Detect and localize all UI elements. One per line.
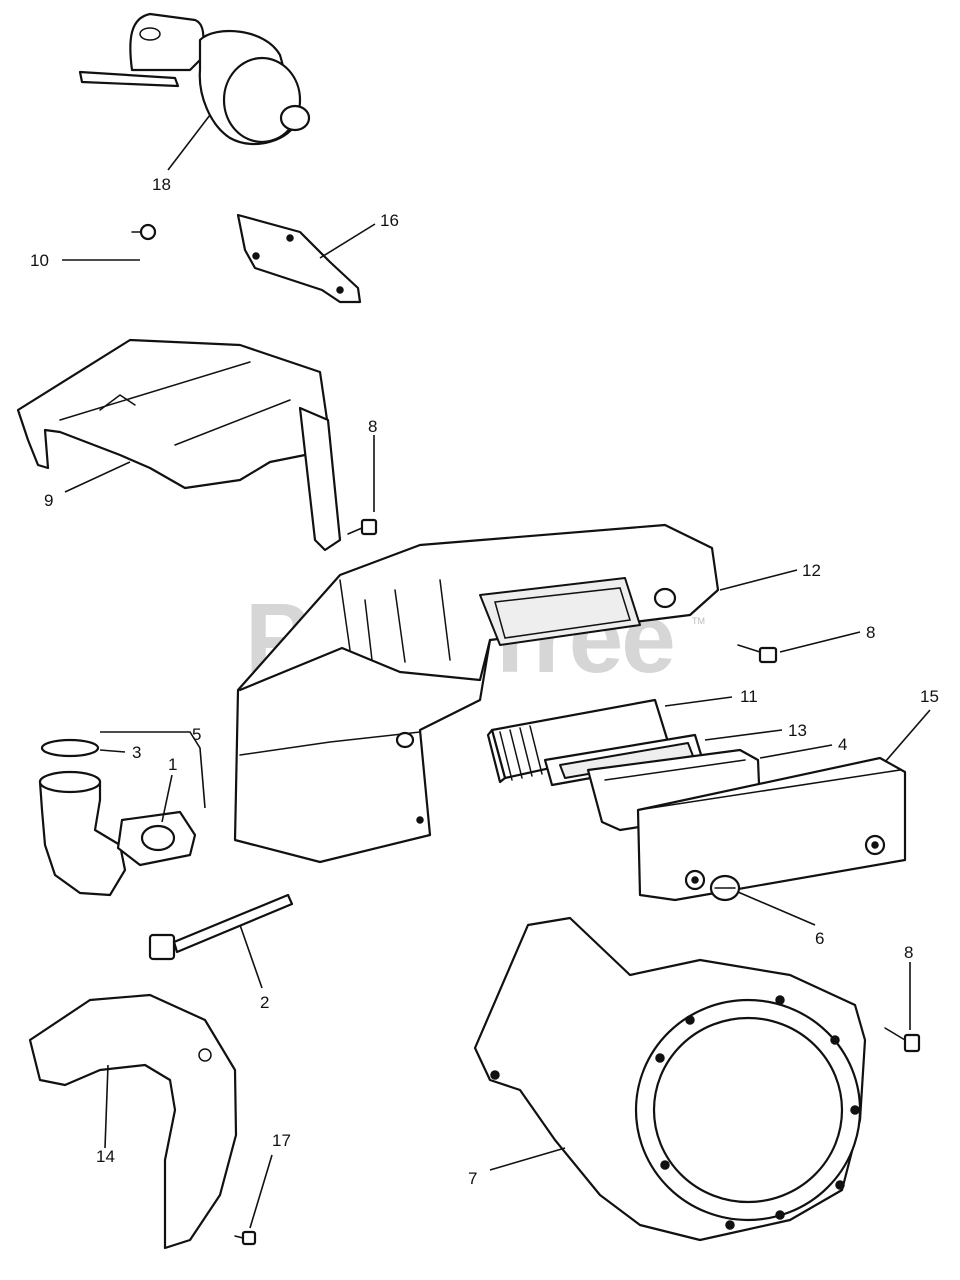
callout-1: 1	[168, 755, 177, 774]
leader-13	[704, 729, 783, 741]
callout-12: 12	[802, 561, 821, 580]
o-ring-part	[40, 738, 100, 758]
elbow-part	[38, 770, 197, 897]
screw-part-lower	[234, 1230, 257, 1246]
watermark-trademark: TM	[692, 616, 705, 626]
callout-7: 7	[468, 1169, 477, 1188]
bolt-part-upper	[347, 518, 378, 536]
knob-part	[709, 874, 741, 902]
callout-9: 9	[44, 491, 53, 510]
callout-8-middle: 8	[866, 623, 875, 642]
leader-1	[161, 774, 173, 823]
leader-15	[884, 709, 931, 763]
leader-7	[489, 1147, 566, 1171]
blower-housing-part	[473, 916, 867, 1242]
long-bolt-part	[148, 893, 294, 961]
callout-4: 4	[838, 735, 847, 754]
leader-2	[239, 924, 263, 989]
callout-18: 18	[152, 175, 171, 194]
leader-11	[664, 696, 733, 707]
leader-4	[759, 744, 833, 759]
leader-6	[737, 891, 816, 926]
filter-element-part	[486, 698, 670, 784]
leader-16	[319, 223, 376, 259]
leader-18	[167, 114, 211, 171]
leader-14	[104, 1064, 109, 1149]
bolt-part-right	[884, 1027, 921, 1053]
callout-3: 3	[132, 743, 141, 762]
callout-6: 6	[815, 929, 824, 948]
air-cleaner-cover-part	[636, 756, 907, 902]
leader-8b	[779, 631, 861, 653]
callout-5: 5	[192, 725, 201, 744]
callout-8-right: 8	[904, 943, 913, 962]
leader-12	[719, 569, 798, 591]
callout-10: 10	[30, 251, 49, 270]
callout-15: 15	[920, 687, 939, 706]
air-cleaner-housing-part	[233, 523, 720, 864]
leader-17	[249, 1154, 273, 1229]
baffle-part	[28, 993, 238, 1250]
callout-8-upper: 8	[368, 417, 377, 436]
callout-11: 11	[740, 687, 758, 706]
bolt-part-middle	[737, 644, 778, 664]
shroud-cover-part	[16, 338, 342, 552]
leader-9	[64, 461, 131, 493]
callout-17: 17	[272, 1131, 291, 1150]
muffler-part	[78, 12, 311, 146]
bracket-plate-part	[236, 213, 362, 304]
group-bracket-5	[100, 731, 206, 809]
callout-16: 16	[380, 211, 399, 230]
callout-14: 14	[96, 1147, 115, 1166]
callout-13: 13	[788, 721, 807, 740]
screw-part	[131, 223, 157, 241]
leader-3	[99, 749, 126, 753]
callout-2: 2	[260, 993, 269, 1012]
